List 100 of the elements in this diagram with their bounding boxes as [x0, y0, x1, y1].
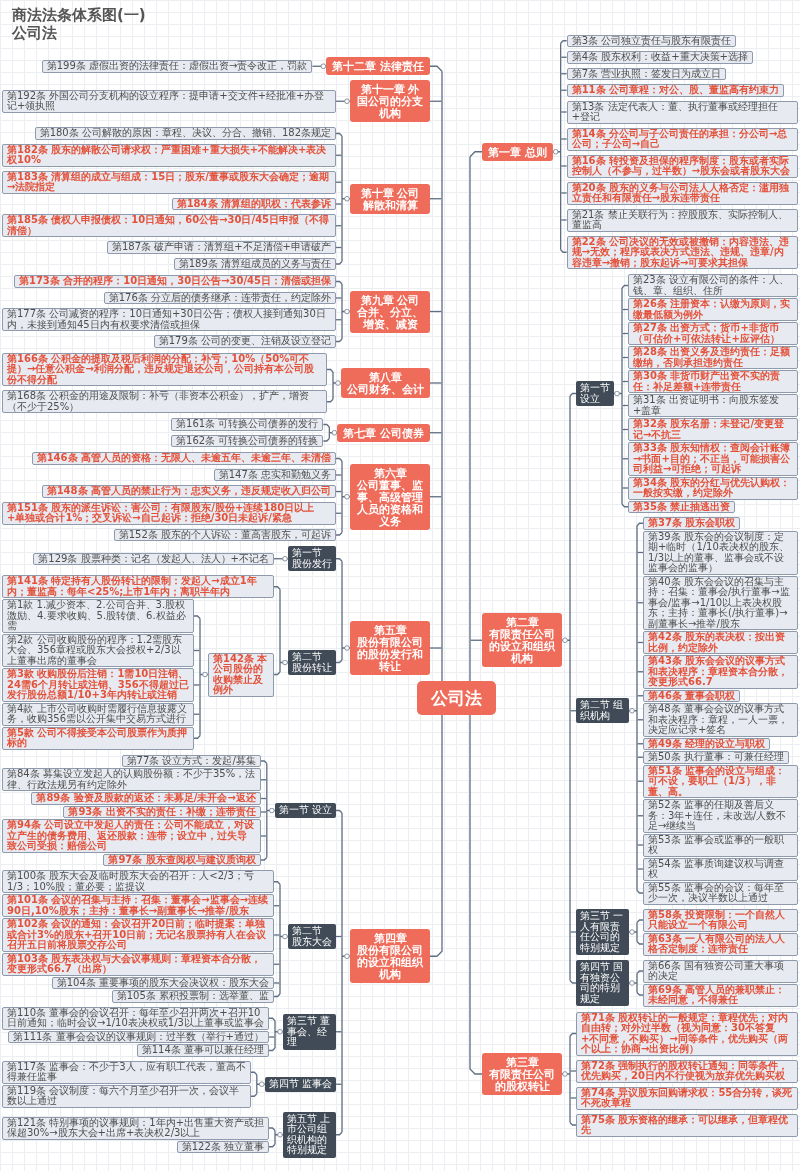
connector-line [260, 760, 268, 765]
article-topic: 第52条 监事的任期及善后义务：3年+连任，未改选/人数不足→继续当 [643, 799, 798, 833]
article-topic: 第75条 股东资格的继承：可以继承，但章程优先 [576, 1113, 798, 1137]
connector-line [569, 1121, 577, 1126]
section-topic: 第五节 上市公司组织机构的特别规定 [283, 1111, 336, 1158]
connector-line [274, 1020, 284, 1049]
connector-line [636, 970, 644, 975]
article-topic: 第192条 外国公司分支机构的设立程序：提申请+交文件+经批准+办登记+领执照 [2, 89, 336, 113]
chapter-number: 第六章 [372, 466, 408, 479]
connector-line [628, 525, 638, 892]
section-topic: 第四节 监事会 [264, 1077, 336, 1092]
article-topic: 第103条 股东表决权与大会议事规则：章程资本合分散，变更形式66.7（出席） [2, 952, 274, 976]
connector-line [335, 246, 342, 249]
article-topic: 第53条 监事会或监事的一般职权 [643, 833, 798, 857]
article-topic: 第105条 累积投票制：选举董、监 [111, 990, 274, 1003]
chapter-number: 第八章 [368, 371, 403, 383]
connector-line [637, 551, 644, 554]
chapter-title: 公司董事、监事、高级管理人员的资格和义务 [356, 478, 424, 527]
article-topic: 第16条 转投资及担保的程序制度：股东或者实际控制人（不参与，过半数）→股东会或者股东大会 [566, 154, 798, 178]
connector-line [341, 560, 351, 661]
article-topic: 第187条 破产申请：清算组+不足清偿+申请破产 [106, 241, 336, 254]
section-number: 第二节 [292, 652, 323, 663]
chapter-topic: 第九章 公司合并、分立、增资、减资 [350, 290, 430, 333]
article-topic: 第1款 1.减少资本、2.公司合并、3.股权激励、4.要求收购、5.股转债、6.权益必需 [2, 599, 194, 633]
chapter-number: 第三章 [504, 1056, 540, 1068]
article-topic: 第7条 营业执照：签发日为成立日 [566, 67, 727, 80]
chapter-topic: 第一章 总则 [482, 142, 553, 161]
article-topic: 第33条 股东知情权：查阅会计账簿→书面+目的；不正当，可能损害公司利益→可拒绝；可起诉 [628, 442, 798, 476]
article-topic: 第142条 本公司股份的收购禁止及例外 [208, 652, 274, 697]
article-topic: 第104条 重要事项的股东大会决议权：股东大会 [51, 976, 274, 990]
connector-line [469, 714, 483, 1075]
section-topic: 第四节 国有独资公司的特别规定 [576, 960, 629, 1006]
central-topic: 公司法 [416, 681, 496, 715]
connector-line [193, 735, 201, 739]
article-topic: 第50条 执行董事：可兼任经理 [643, 751, 789, 764]
chapter-title: 有限责任公司的股权转让 [488, 1068, 556, 1092]
connector-line [429, 382, 442, 384]
connector-line [570, 710, 577, 712]
connector-line [322, 437, 330, 442]
chapter-topic [341, 368, 430, 398]
section-topic [288, 546, 336, 572]
connector-line [332, 371, 342, 400]
article-topic: 第89条 验资及股款的返还：未募足/未开会→返还 [31, 792, 261, 805]
connector-line [335, 1031, 342, 1033]
article-topic: 第177条 公司减资的程序：10日通知+30日公告；债权人接到通知30日内，未接到通知45日内有权要求清偿或担保 [2, 308, 336, 332]
chapter-topic: 第十一章 外国公司的分支机构 [350, 80, 430, 123]
article-topic: 第168条 公积金的用途及限制：补亏（非资本公积金），扩产，增资（不少于25%） [2, 390, 327, 414]
connector-line [561, 395, 571, 982]
article-topic: 第179条 公司的变更、注销及设立登记 [153, 335, 336, 348]
connector-line [569, 979, 577, 984]
connector-line [560, 111, 568, 113]
connector-line [268, 1036, 275, 1038]
article-topic: 第183条 清算组的成立与组成：15日；股东/董事或股东大会确定；逾期→法院指定 [2, 170, 336, 194]
article-topic: 第31条 出资证明书：向股东签发+盖章 [628, 394, 798, 417]
connector-line [260, 835, 267, 837]
article-topic: 第111条 董事会会议的议事规则：过半数（举行+通过） [8, 1030, 269, 1044]
article-topic: 第39条 股东会的会议制度：定期+临时（1/10表决权的股东、1/3以上的董事、监事会或不设监事会的监事） [643, 530, 798, 575]
connector-line [311, 63, 327, 70]
article-topic: 第63条 一人有限公司的法人人格否定制度：连带责任 [643, 932, 798, 956]
connector-line [469, 156, 471, 682]
connector-line [335, 1083, 342, 1085]
connector-line [570, 1097, 577, 1099]
connector-line [560, 249, 568, 253]
connector-line [273, 555, 289, 562]
article-topic: 第54条 监事质询建议权与调查权 [643, 857, 798, 881]
connector-line [622, 428, 629, 431]
connector-line [260, 856, 268, 861]
article-topic: 第84条 募集设立发起人的认购股份额：不少于35%，法律、行政法规另有约定除外 [2, 768, 261, 792]
connector-line [335, 203, 342, 205]
article-topic: 第55条 监事会的会议：每年至少一次，决议半数以上通过 [643, 881, 798, 905]
article-topic: 第100条 股东大会及临时股东大会的召开：人<2/3；亏1/3；10%股；董必要；监提议 [2, 870, 274, 894]
connector-line [274, 1129, 284, 1145]
article-topic: 第49条 经理的设立与职权 [643, 737, 771, 750]
section-number: 第一节 [292, 548, 323, 559]
connector-line [570, 931, 577, 933]
connector-line [273, 934, 280, 936]
article-topic: 第13条 法定代表人：董、执行董事或经理担任+登记 [566, 100, 798, 124]
article-topic: 第129条 股票种类：记名（发起人、法人）+不记名 [33, 552, 274, 565]
connector-line [622, 308, 629, 311]
connector-line [260, 811, 267, 813]
page-title: 商法法条体系图(一) [12, 6, 146, 24]
connector-line [637, 780, 644, 782]
article-topic: 第180条 公司解散的原因：章程、决议、分合、撤销、182条规定 [34, 127, 336, 140]
article-topic: 第94条 公司设立中发起人的责任：公司不能成立，对设立产生的债务费用、返还股款：连带；设立中，过失导致公司受损：赔偿公司 [2, 819, 261, 853]
connector-line [279, 588, 289, 673]
connector-line [622, 380, 629, 383]
connector-line [552, 42, 562, 251]
article-topic: 第22条 公司决议的无效或被撤销：内容违法、违规→无效；程序或表决方式违法、违规、违章/内容违章→撤销；股东起诉→可要求其担保 [566, 235, 798, 269]
article-topic: 第34条 股东的分红与优先认购权：一般按实缴，约定除外 [628, 476, 798, 500]
connector-line [636, 940, 644, 945]
article-topic: 第152条 股东的个人诉讼：董高害股东，可起诉 [113, 528, 336, 542]
connector-line [335, 98, 351, 105]
article-topic: 第117条 监事会：不少于3人，应有职工代表，董高不得兼任监事 [2, 1060, 251, 1084]
connector-line [429, 714, 443, 957]
article-topic: 第11条 公司章程：对公、股、董监高有约束力 [566, 84, 785, 97]
connector-line [273, 982, 280, 984]
chapter-title: 股份有限公司的设立和组织机构 [356, 944, 424, 981]
connector-line [570, 1070, 577, 1072]
article-topic: 第28条 出资义务及违约责任：足额缴纳，否则承担违约责任 [628, 346, 798, 369]
connector-line [469, 151, 483, 158]
